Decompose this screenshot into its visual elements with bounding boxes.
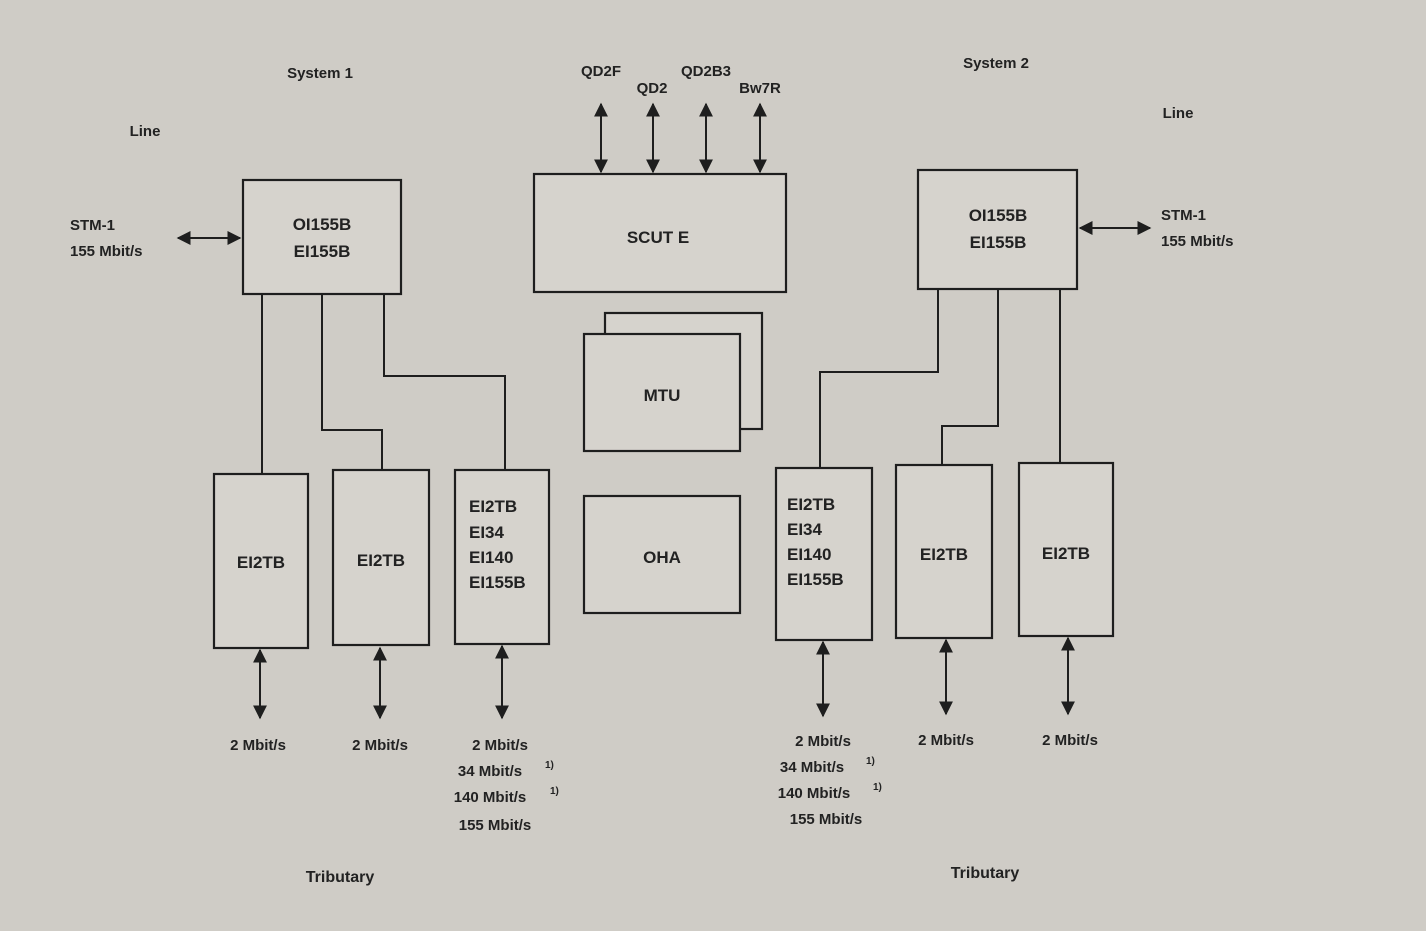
system2-rate-1c: 140 Mbit/s [778,785,851,802]
system1-trib-unit-3-label-2: EI34 [469,523,505,542]
interface-bw7r: Bw7R [739,80,781,97]
system1-line-label: Line [130,123,161,140]
system1-stm-label: STM-1 [70,217,115,234]
system2-trib-unit-3 [1017,461,1115,638]
system2-trib-unit-3-label: EI2TB [1042,544,1090,563]
system2-rate-1b: 34 Mbit/s [780,759,844,776]
system1-footnote-1: 1) [545,760,554,771]
interface-qd2: QD2 [637,80,668,97]
interface-qd2f: QD2F [581,63,621,80]
scut-label: SCUT E [627,228,689,247]
system2-wire-2 [941,289,999,465]
mtu-unit [582,332,742,453]
system2-rate-1d: 155 Mbit/s [790,811,863,828]
system2-footnote-1: 1) [866,756,875,767]
system1-rate-2: 2 Mbit/s [352,737,408,754]
system1-trib-unit-3-label-1: EI2TB [469,497,517,516]
system1-stm-rate: 155 Mbit/s [70,243,143,260]
system2-trib-unit-1-label-2: EI34 [787,520,823,539]
system2-trib-unit-1-label-4: EI155B [787,570,844,589]
system1-trib-unit-1 [212,472,310,650]
system1-wire-2 [321,294,383,470]
system2-trib-unit-2 [894,463,994,640]
system1-tributary-label: Tributary [306,869,375,886]
system2-rate-3: 2 Mbit/s [1042,732,1098,749]
system1-line-unit-label-2: EI155B [294,242,351,261]
system2-rate-1a: 2 Mbit/s [795,733,851,750]
system2-trib-unit-1-label-1: EI2TB [787,495,835,514]
system2-line-unit-label-2: EI155B [970,233,1027,252]
system1-trib-unit-3-label-3: EI140 [469,548,513,567]
system1-line-unit-label-1: OI155B [293,215,352,234]
system1-rate-3b: 34 Mbit/s [458,763,522,780]
system2-title: System 2 [963,55,1029,72]
oha-unit [582,494,742,615]
system2-trib-unit-1 [774,466,874,642]
oha-label: OHA [643,548,681,567]
system2-footnote-2: 1) [873,782,882,793]
system1-trib-unit-2 [331,468,431,647]
system2-tributary-label: Tributary [951,865,1020,882]
system2-line-unit [916,168,1079,291]
system2-wire-1 [819,289,939,468]
system2-trib-unit-2-label: EI2TB [920,545,968,564]
system1-footnote-2: 1) [550,786,559,797]
system2-line-label: Line [1163,105,1194,122]
system1-trib-unit-3 [453,468,551,646]
system1-line-unit [241,178,403,296]
system1-trib-unit-1-label: EI2TB [237,553,285,572]
system2-line-unit-label-1: OI155B [969,206,1028,225]
system2-rate-2: 2 Mbit/s [918,732,974,749]
system1-wire-3 [383,294,506,470]
system2-stm-label: STM-1 [1161,207,1206,224]
system1-rate-3a: 2 Mbit/s [472,737,528,754]
system1-rate-1: 2 Mbit/s [230,737,286,754]
system1-rate-3c: 140 Mbit/s [454,789,527,806]
system1-title: System 1 [287,65,353,82]
system2-trib-unit-1-label-3: EI140 [787,545,831,564]
system1-trib-unit-3-label-4: EI155B [469,573,526,592]
interface-qd2b3: QD2B3 [681,63,731,80]
system2-stm-rate: 155 Mbit/s [1161,233,1234,250]
system1-trib-unit-2-label: EI2TB [357,551,405,570]
scut-unit [532,172,788,294]
mtu-label: MTU [644,386,681,405]
system1-rate-3d: 155 Mbit/s [459,817,532,834]
